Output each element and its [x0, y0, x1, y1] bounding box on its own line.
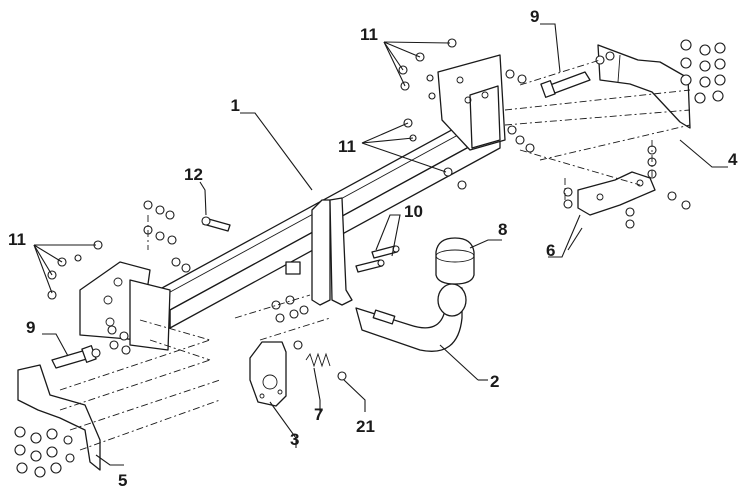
callout-5: 5 — [118, 471, 127, 490]
center-bracket — [285, 197, 353, 306]
callout-1: 1 — [231, 96, 240, 115]
rear-bracket-left — [17, 364, 101, 471]
callout-8: 8 — [498, 220, 507, 239]
leader-lines — [33, 23, 728, 466]
callout-3: 3 — [290, 430, 299, 449]
bolts-10 — [355, 245, 400, 273]
callout-10: 10 — [404, 202, 423, 221]
callout-12: 12 — [184, 165, 203, 184]
spring — [305, 352, 331, 368]
bolts-11-middle — [403, 118, 467, 190]
bolt-12 — [201, 216, 231, 232]
callout-9-left: 9 — [26, 318, 35, 337]
callout-4: 4 — [728, 150, 738, 169]
left-mounting-plate — [79, 261, 171, 351]
callout-labels: 1 2 3 4 5 6 7 8 9 9 10 11 11 11 12 21 — [8, 7, 738, 490]
callout-9-right: 9 — [530, 7, 539, 26]
socket-plate — [249, 341, 287, 407]
bolt-9-left — [51, 345, 97, 369]
assembly-lines — [59, 59, 691, 451]
washer-stack-center — [271, 295, 309, 350]
washer-stack-bottom-left — [14, 426, 75, 478]
callout-11-middle: 11 — [338, 137, 356, 156]
tow-ball — [437, 283, 467, 317]
bolts-11-top — [398, 38, 457, 100]
bolt-9-right — [540, 71, 591, 98]
callout-7: 7 — [314, 405, 323, 424]
washer-stack-right-bolt-9 — [505, 51, 615, 84]
nut-21 — [337, 371, 347, 381]
callout-21: 21 — [356, 417, 375, 436]
callout-6: 6 — [546, 241, 555, 260]
right-mounting-plate — [437, 54, 506, 151]
rear-bracket-right — [597, 44, 691, 129]
callout-11-left: 11 — [8, 230, 26, 249]
washer-stack-left-top — [143, 200, 191, 273]
washer-stack-top-right — [680, 39, 726, 104]
callout-2: 2 — [490, 372, 499, 391]
side-bracket-6 — [577, 171, 656, 216]
callout-11-top: 11 — [360, 25, 378, 44]
washer-stack-left-lower — [91, 325, 131, 358]
ball-cover — [435, 237, 475, 285]
washer-stack-right-middle — [507, 125, 535, 153]
